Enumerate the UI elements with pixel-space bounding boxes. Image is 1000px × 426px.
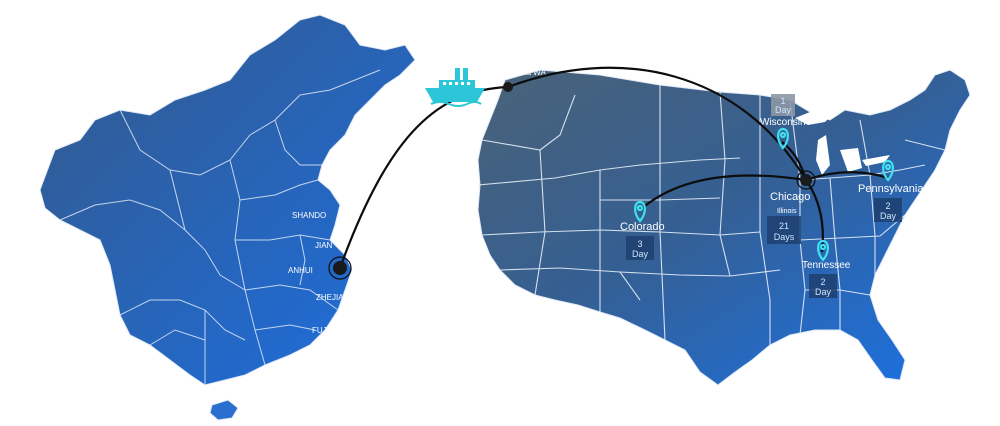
transit-unit-tennessee: Day bbox=[815, 287, 832, 297]
label-illinois: Illinois bbox=[777, 208, 797, 215]
location-pin-icon bbox=[634, 200, 646, 223]
label-pennsylvania: Pennsylvania bbox=[858, 183, 924, 195]
usa-outline bbox=[477, 69, 971, 386]
transit-unit-wisconsin: Day bbox=[775, 105, 792, 115]
route-nodes bbox=[328, 82, 816, 280]
usa-map: Tacoma WA Wisconsin Chicago Illinois Col… bbox=[477, 68, 971, 386]
china-outline bbox=[39, 14, 416, 386]
hainan-island bbox=[209, 399, 239, 421]
great-lakes bbox=[795, 110, 890, 175]
port-node-china bbox=[333, 261, 347, 275]
transit-days-pennsylvania: 2 bbox=[885, 201, 890, 211]
transit-box-wisconsin: 1 Day bbox=[771, 94, 795, 116]
label-colorado: Colorado bbox=[620, 221, 665, 233]
label-wisconsin: Wisconsin bbox=[760, 117, 806, 128]
transit-unit-pennsylvania: Day bbox=[880, 211, 897, 221]
china-province-borders bbox=[59, 69, 381, 385]
label-seattle: Tacoma WA bbox=[503, 68, 546, 77]
transit-unit-colorado: Day bbox=[632, 249, 649, 259]
transit-days-chicago: 21 bbox=[779, 221, 789, 231]
usa-state-borders bbox=[477, 85, 946, 345]
location-pin-icon bbox=[882, 159, 894, 182]
label-jiangsu: JIAN bbox=[315, 241, 333, 250]
label-tennessee: Tennessee bbox=[802, 260, 851, 271]
label-chicago: Chicago bbox=[770, 191, 810, 203]
transit-box-pennsylvania: 2 Day bbox=[874, 198, 902, 222]
location-pin-icon bbox=[777, 127, 789, 150]
route-chicago-to-colorado bbox=[639, 174, 807, 211]
route-chicago-to-pennsylvania bbox=[805, 171, 889, 182]
label-fujian: FUJIA bbox=[312, 326, 335, 335]
transit-days-tennessee: 2 bbox=[820, 277, 825, 287]
location-pin-icon bbox=[817, 239, 829, 262]
port-node-seattle bbox=[503, 82, 513, 92]
cargo-ship-icon bbox=[425, 68, 485, 107]
shipping-routes bbox=[338, 66, 889, 269]
hub-node-chicago-ring bbox=[796, 170, 816, 190]
route-seattle-to-chicago bbox=[507, 66, 807, 181]
transit-box-chicago: 21 Days bbox=[767, 216, 801, 244]
transit-days-wisconsin: 1 bbox=[780, 96, 785, 106]
transit-box-tennessee: 2 Day bbox=[809, 274, 837, 298]
transit-unit-chicago: Days bbox=[774, 232, 795, 242]
transit-days-colorado: 3 bbox=[637, 239, 642, 249]
location-pins bbox=[634, 127, 894, 262]
label-shandong: SHANDO bbox=[292, 211, 326, 220]
label-zhejiang: ZHEJIA bbox=[316, 293, 344, 302]
hub-node-chicago bbox=[800, 174, 812, 186]
transit-box-colorado: 3 Day bbox=[626, 236, 654, 260]
label-anhui: ANHUI bbox=[288, 266, 313, 275]
china-map: SHANDO JIAN ANHUI ZHEJIA FUJIA bbox=[39, 14, 416, 421]
port-node-china-ring bbox=[328, 256, 352, 280]
